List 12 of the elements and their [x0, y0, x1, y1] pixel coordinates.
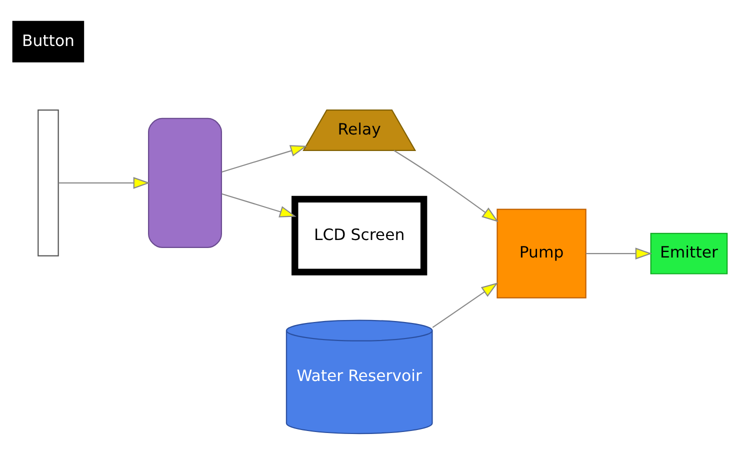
arrow — [394, 150, 499, 222]
arrow — [222, 145, 308, 173]
node-box: Button — [12, 20, 84, 62]
node-box: Emitter — [650, 232, 728, 274]
node-bar — [38, 110, 59, 256]
arrow — [222, 193, 296, 218]
node-box — [148, 118, 222, 248]
node-box: Pump — [496, 208, 586, 298]
arrow — [586, 248, 652, 260]
node-box: LCD Screen — [292, 196, 428, 276]
arrow — [58, 177, 150, 189]
arrow — [432, 282, 498, 328]
